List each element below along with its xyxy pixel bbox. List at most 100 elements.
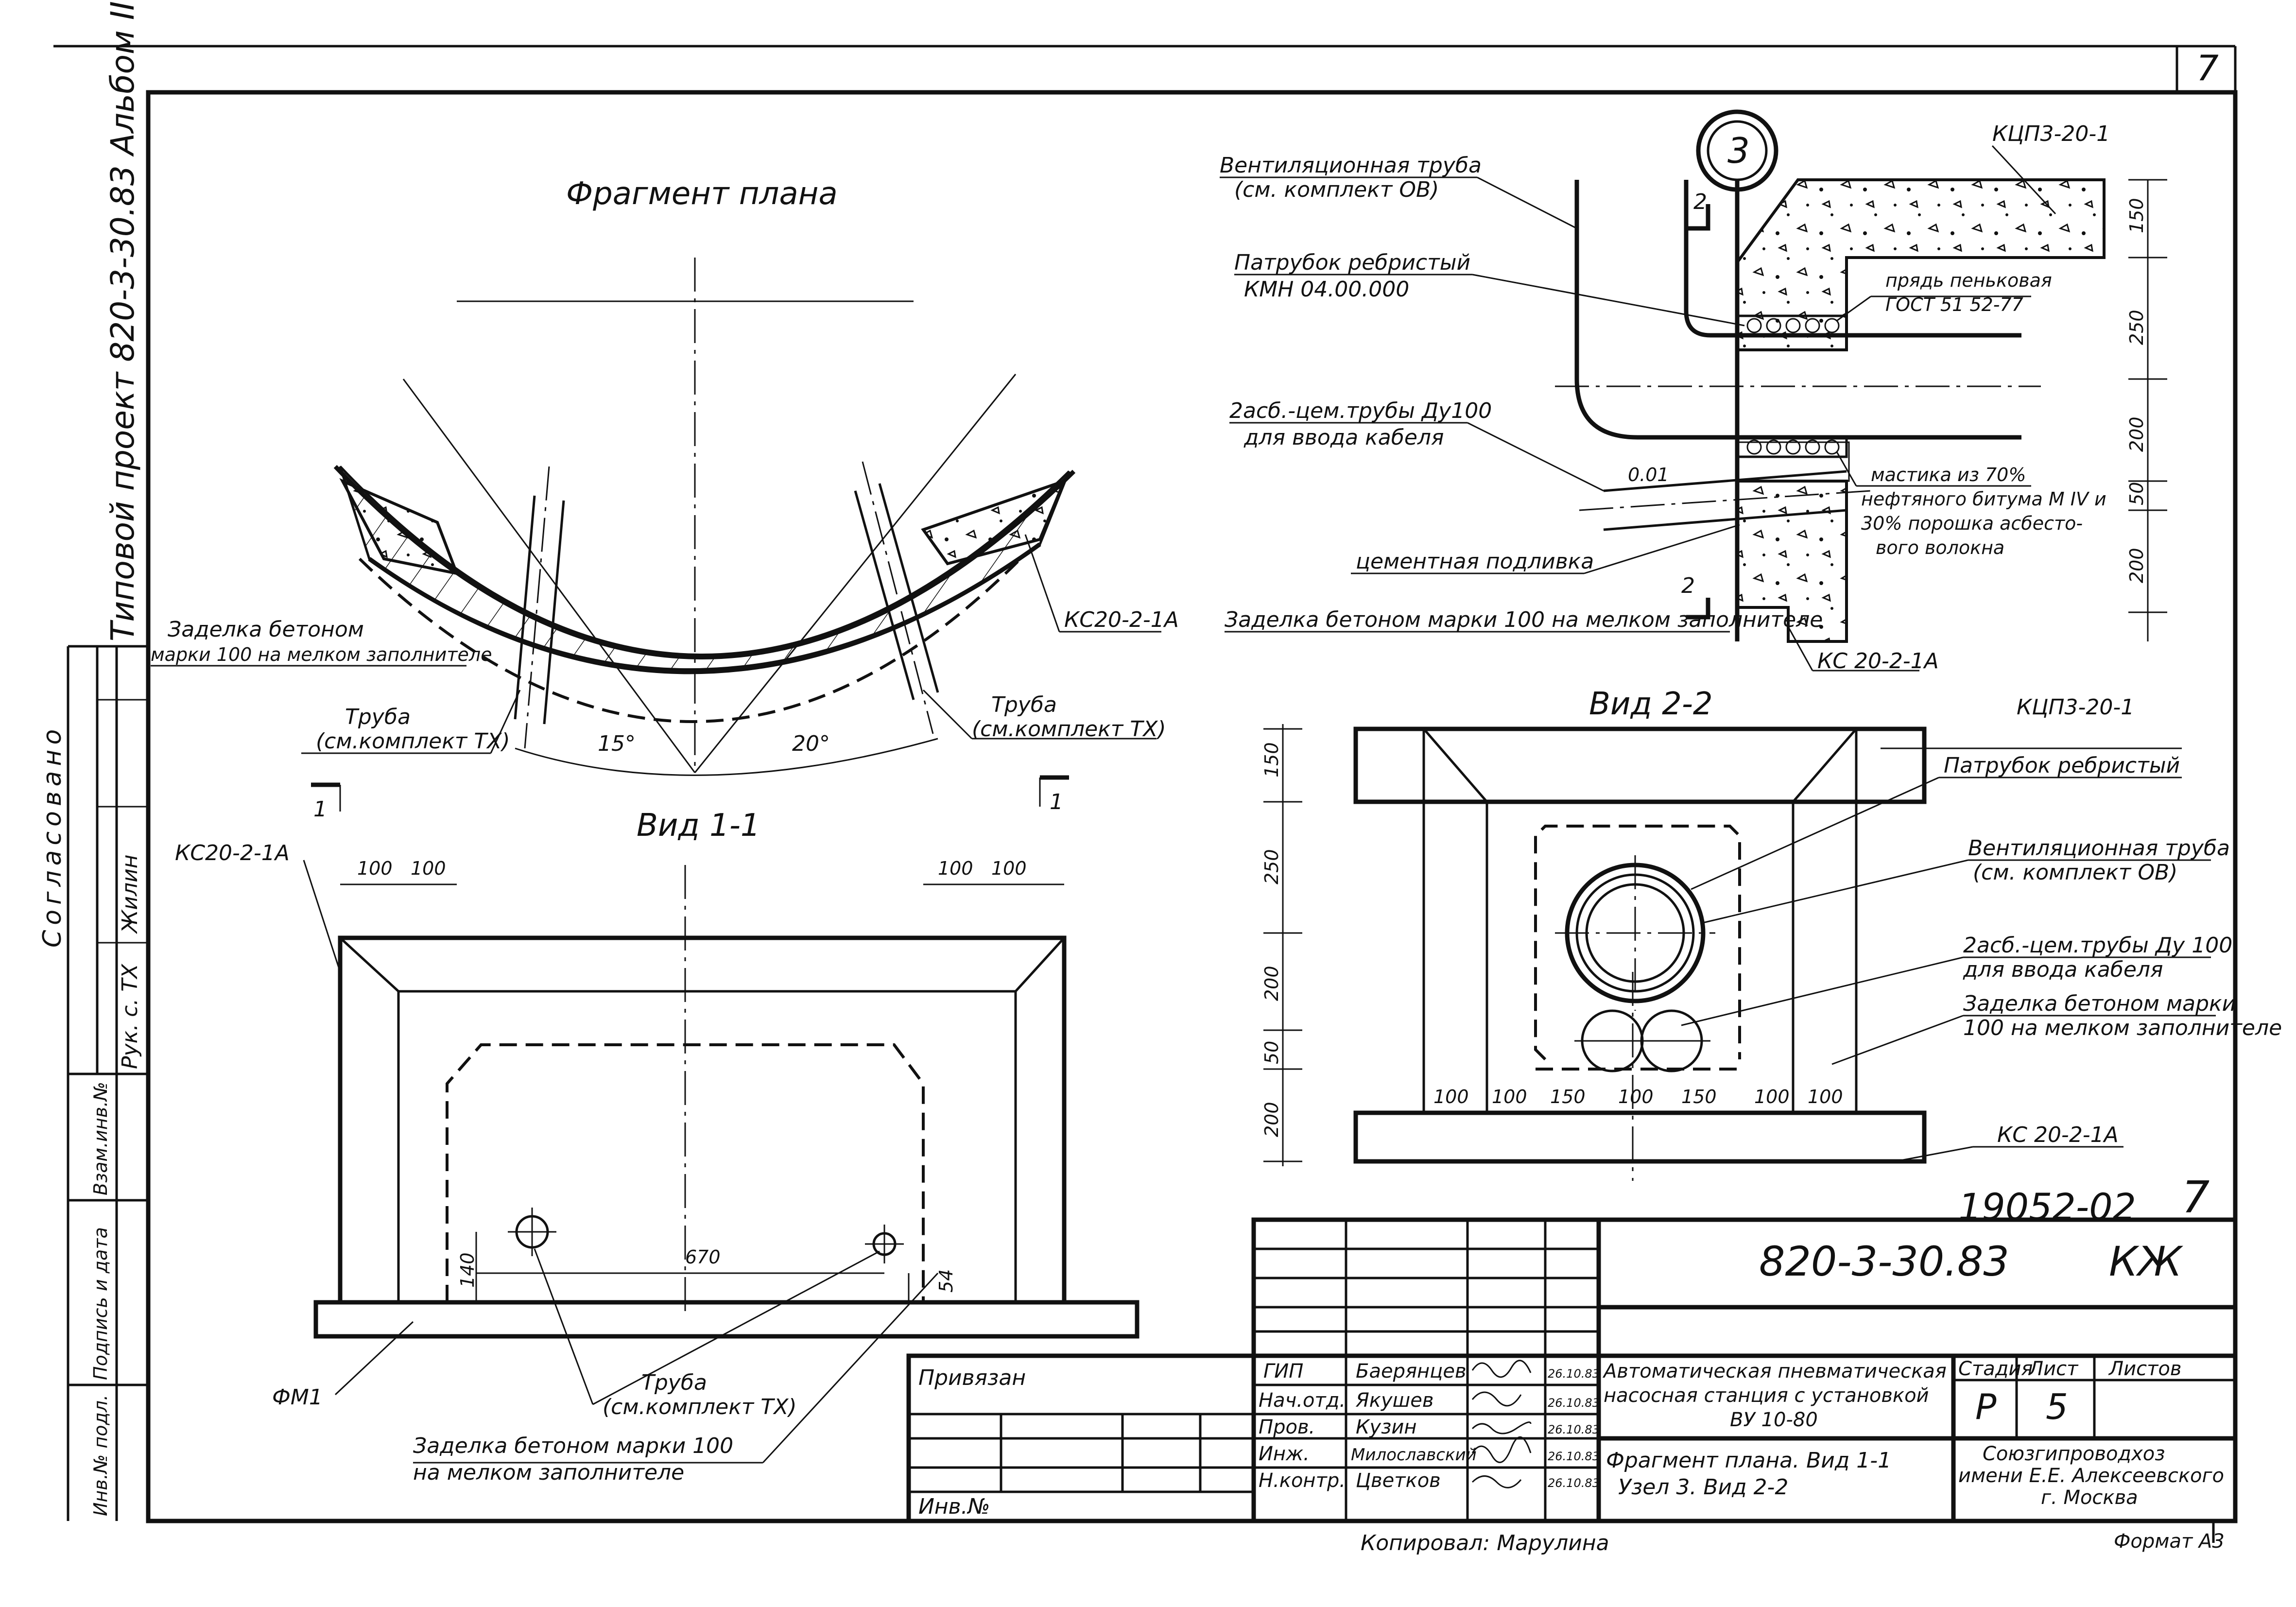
view22-vdim-50: 50 <box>1261 1041 1282 1064</box>
view11-block-label: КС20-2-1А <box>175 841 290 865</box>
tb-date-3: 26.10.83 <box>1548 1423 1600 1436</box>
plan-block-label: КС20-2-1А <box>1064 607 1179 632</box>
plan-angle-20: 20° <box>792 731 830 756</box>
tb-org-3: г. Москва <box>2041 1486 2138 1509</box>
tb-mark: КЖ <box>2109 1238 2184 1285</box>
plan-pipe-left: Труба <box>345 705 411 729</box>
view11-dim-54: 54 <box>935 1269 957 1293</box>
plan-fragment <box>151 258 1161 812</box>
tb-linked: Привязан <box>918 1365 1026 1390</box>
tb-stage-header: Стадия <box>1958 1358 2033 1380</box>
tb-date-1: 26.10.83 <box>1548 1367 1600 1381</box>
title-block <box>906 1217 2238 1523</box>
tb-stage: Р <box>1975 1386 1997 1427</box>
tb-sheet: 5 <box>2046 1386 2068 1427</box>
view22-hdim-5: 150 <box>1681 1086 1717 1107</box>
approval-row-2: Рук. с. ТХ <box>118 964 142 1069</box>
node3-ring: КС 20-2-1А <box>1817 649 1939 674</box>
view22-vdim-200b: 200 <box>1261 1102 1282 1137</box>
view22-hdim-6: 100 <box>1754 1086 1790 1107</box>
view22-vent-2: (см. комплект ОВ) <box>1973 860 2177 885</box>
view22-vent: Вентиляционная труба <box>1968 836 2230 861</box>
corner-sheet-number: 7 <box>2196 48 2219 88</box>
view11-dim-100a: 100 <box>357 858 393 879</box>
node3-mastic: мастика из 70% <box>1871 464 2026 485</box>
tb-org-1: Союзгипроводхоз <box>1983 1443 2165 1465</box>
tb-sheets-header: Листов <box>2108 1358 2181 1380</box>
node3-mastic-3: 30% порошка асбесто- <box>1861 513 2083 534</box>
node3-asb: 2асб.-цем.трубы Ду100 <box>1229 398 1492 423</box>
node3-hemp: прядь пеньковая <box>1885 270 2052 291</box>
plan-pipe-left-2: (см.комплект ТХ) <box>316 729 510 754</box>
tb-date-4: 26.10.83 <box>1548 1450 1600 1463</box>
view22-hdim-1: 100 <box>1433 1086 1469 1107</box>
tb-role-2: Нач.отд. <box>1259 1389 1346 1412</box>
view22-nozzle: Патрубок ребристый <box>1944 753 2180 778</box>
plan-angle-15: 15° <box>598 731 636 756</box>
node3-grout: цементная подливка <box>1356 549 1594 574</box>
tb-sheet-title-2: Узел 3. Вид 2-2 <box>1618 1475 1788 1500</box>
node3-number: 3 <box>1727 130 1750 171</box>
node3-nozzle-2: КМН 04.00.000 <box>1244 277 1409 302</box>
node3-fill: Заделка бетоном марки 100 на мелком запо… <box>1225 607 1823 632</box>
archive-number: 19052-02 <box>1958 1185 2136 1228</box>
tb-role-5: Н.контр. <box>1259 1469 1346 1492</box>
view22-title: Вид 2-2 <box>1589 686 1713 722</box>
approval-header: Согласовано <box>38 725 67 948</box>
node3-vent: Вентиляционная труба <box>1220 153 1482 178</box>
node3-hemp-2: ГОСТ 51 52-77 <box>1885 294 2023 315</box>
node3-cut-top: 2 <box>1693 190 1707 214</box>
view11-dim-100c: 100 <box>938 858 973 879</box>
plan-fill-label-2: марки 100 на мелком заполнителе <box>151 644 492 665</box>
view22-asb: 2асб.-цем.трубы Ду 100 <box>1963 933 2232 958</box>
copied-by: Копировал: Марулина <box>1361 1531 1609 1555</box>
approval-strip <box>67 645 148 1521</box>
view11-pipe-label: Труба <box>641 1370 707 1395</box>
node3-mastic-4: вого волокна <box>1876 537 2004 558</box>
sheet-format: Формат А3 <box>2114 1530 2225 1553</box>
node3-dim-200a: 200 <box>2126 416 2147 452</box>
tb-project-line-1: Автоматическая пневматическая <box>1602 1360 1947 1382</box>
view22-asb-2: для ввода кабеля <box>1963 957 2163 982</box>
view22-fill-2: 100 на мелком заполнителе <box>1963 1016 2282 1040</box>
view11-dim-670: 670 <box>685 1246 721 1268</box>
view22-hdim-7: 100 <box>1808 1086 1843 1107</box>
node3-cut-bottom: 2 <box>1681 573 1695 598</box>
node3-dim-150: 150 <box>2126 198 2147 233</box>
view11-pipe-label-2: (см.комплект ТХ) <box>603 1395 797 1419</box>
plan-section-mark-left: 1 <box>313 797 327 822</box>
node-3 <box>1220 109 2167 672</box>
plan-fill-label: Заделка бетоном <box>168 617 364 642</box>
node3-dim-200b: 200 <box>2126 548 2147 583</box>
tb-name-4: Милославский <box>1351 1445 1477 1465</box>
node3-slab: КЦП3-20-1 <box>1992 121 2110 146</box>
tb-role-1: ГИП <box>1263 1360 1303 1382</box>
view22-vdim-250: 250 <box>1261 849 1282 884</box>
tb-name-5: Цветков <box>1356 1469 1441 1492</box>
view22-hdim-3: 150 <box>1550 1086 1586 1107</box>
plan-title: Фрагмент плана <box>566 176 838 212</box>
tb-date-2: 26.10.83 <box>1548 1396 1600 1410</box>
tb-project-line-2: насосная станция с установкой <box>1604 1384 1929 1407</box>
tb-role-3: Пров. <box>1259 1416 1315 1438</box>
tb-code: 820-3-30.83 <box>1759 1238 2009 1285</box>
view22-vdim-200a: 200 <box>1261 966 1282 1001</box>
plan-pipe-right-2: (см.комплект ТХ) <box>972 717 1166 742</box>
tb-inv: Инв.№ <box>918 1494 990 1519</box>
node3-slope: 0.01 <box>1628 464 1669 485</box>
node3-mastic-2: нефтяного битума М IV и <box>1861 488 2106 510</box>
view22-hdim-2: 100 <box>1492 1086 1527 1107</box>
node3-dim-250: 250 <box>2126 310 2147 345</box>
view-2-2 <box>1263 724 2216 1181</box>
node3-vent-2: (см. комплект ОВ) <box>1234 177 1439 202</box>
tb-name-2: Якушев <box>1355 1389 1433 1412</box>
tb-name-1: Баерянцев <box>1356 1360 1467 1382</box>
tb-date-5: 26.10.83 <box>1548 1476 1600 1490</box>
tb-sheet-title-1: Фрагмент плана. Вид 1-1 <box>1606 1448 1891 1473</box>
plan-section-mark-right: 1 <box>1050 790 1063 814</box>
frame-cell-signature: Подпись и дата <box>90 1227 111 1380</box>
view22-ring: КС 20-2-1А <box>1997 1123 2119 1147</box>
tb-role-4: Инж. <box>1259 1443 1310 1465</box>
view11-title: Вид 1-1 <box>637 808 760 844</box>
